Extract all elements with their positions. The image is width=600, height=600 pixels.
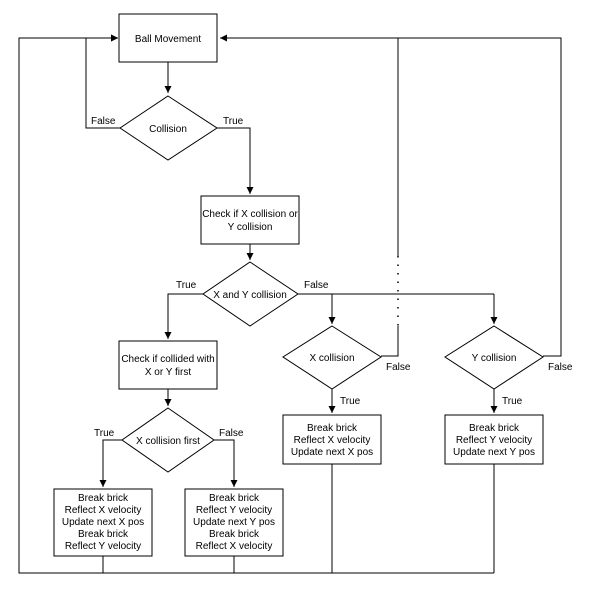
- node-x-collision: X collision: [282, 325, 382, 390]
- label-ycoll-false: False: [548, 362, 573, 373]
- label-xfirst-true: True: [94, 428, 115, 439]
- edge-ycoll-false: [220, 34, 562, 357]
- label-ycoll-true: True: [502, 396, 523, 407]
- node-x-collision-first: X collision first: [121, 407, 215, 473]
- node-check-xy-line2: Y collision: [228, 222, 273, 233]
- node-check-xy-line1: Check if X collision or: [202, 209, 298, 220]
- action-x-line1: Break brick: [307, 423, 358, 434]
- node-action-x: Break brick Reflect X velocity Update ne…: [282, 414, 382, 465]
- label-xcoll-false: False: [386, 362, 411, 373]
- node-action-x-then-y: Break brick Reflect X velocity Update ne…: [53, 488, 153, 557]
- node-check-first: Check if collided with X or Y first: [118, 340, 218, 390]
- node-action-y-then-x: Break brick Reflect Y velocity Update ne…: [184, 488, 284, 557]
- action-x-then-y-line1: Break brick: [78, 493, 129, 504]
- node-ball-movement: Ball Movement: [118, 13, 218, 63]
- node-y-collision-label: Y collision: [472, 353, 517, 364]
- action-x-line3: Update next X pos: [291, 447, 373, 458]
- action-y-line3: Update next Y pos: [453, 447, 535, 458]
- action-x-then-y-line3: Update next X pos: [62, 517, 144, 528]
- node-x-and-y-collision: X and Y collision: [202, 261, 299, 327]
- node-check-xy: Check if X collision or Y collision: [200, 195, 300, 245]
- node-x-first-label: X collision first: [136, 436, 200, 447]
- label-xfirst-false: False: [219, 428, 244, 439]
- node-collision: Collision: [119, 95, 218, 161]
- edge-xfirst-false: [214, 439, 238, 487]
- label-collision-true: True: [223, 116, 244, 127]
- action-y-then-x-line5: Reflect X velocity: [196, 541, 273, 552]
- action-y-then-x-line2: Reflect Y velocity: [196, 505, 272, 516]
- node-y-collision: Y collision: [444, 325, 544, 390]
- action-y-then-x-line3: Update next Y pos: [193, 517, 275, 528]
- edge-collision-false: [85, 34, 120, 129]
- edge-labels: False True True False True False True Fa…: [91, 116, 573, 439]
- label-collision-false: False: [91, 116, 116, 127]
- edge-xandy-true: [164, 293, 203, 339]
- edge-collision-true: [217, 127, 254, 194]
- node-ball-movement-label: Ball Movement: [135, 34, 201, 45]
- node-action-y: Break brick Reflect Y velocity Update ne…: [444, 414, 544, 465]
- node-x-and-y-label: X and Y collision: [213, 290, 287, 301]
- action-x-line2: Reflect X velocity: [294, 435, 371, 446]
- node-collision-label: Collision: [149, 124, 187, 135]
- node-x-collision-label: X collision: [309, 353, 354, 364]
- edge-xfirst-true: [99, 439, 122, 487]
- action-x-then-y-line2: Reflect X velocity: [65, 505, 142, 516]
- action-x-then-y-line4: Break brick: [78, 529, 129, 540]
- action-y-then-x-line4: Break brick: [209, 529, 260, 540]
- label-xcoll-true: True: [340, 396, 361, 407]
- label-xandy-true: True: [176, 280, 197, 291]
- action-y-then-x-line1: Break brick: [209, 493, 260, 504]
- node-check-first-line2: X or Y first: [145, 367, 192, 378]
- action-y-line2: Reflect Y velocity: [456, 435, 532, 446]
- action-y-line1: Break brick: [469, 423, 520, 434]
- node-check-first-line1: Check if collided with: [121, 354, 214, 365]
- label-xandy-false: False: [304, 280, 329, 291]
- edge-xcoll-false-stub: [381, 326, 399, 357]
- action-x-then-y-line5: Reflect Y velocity: [65, 541, 141, 552]
- connectors: [18, 34, 562, 574]
